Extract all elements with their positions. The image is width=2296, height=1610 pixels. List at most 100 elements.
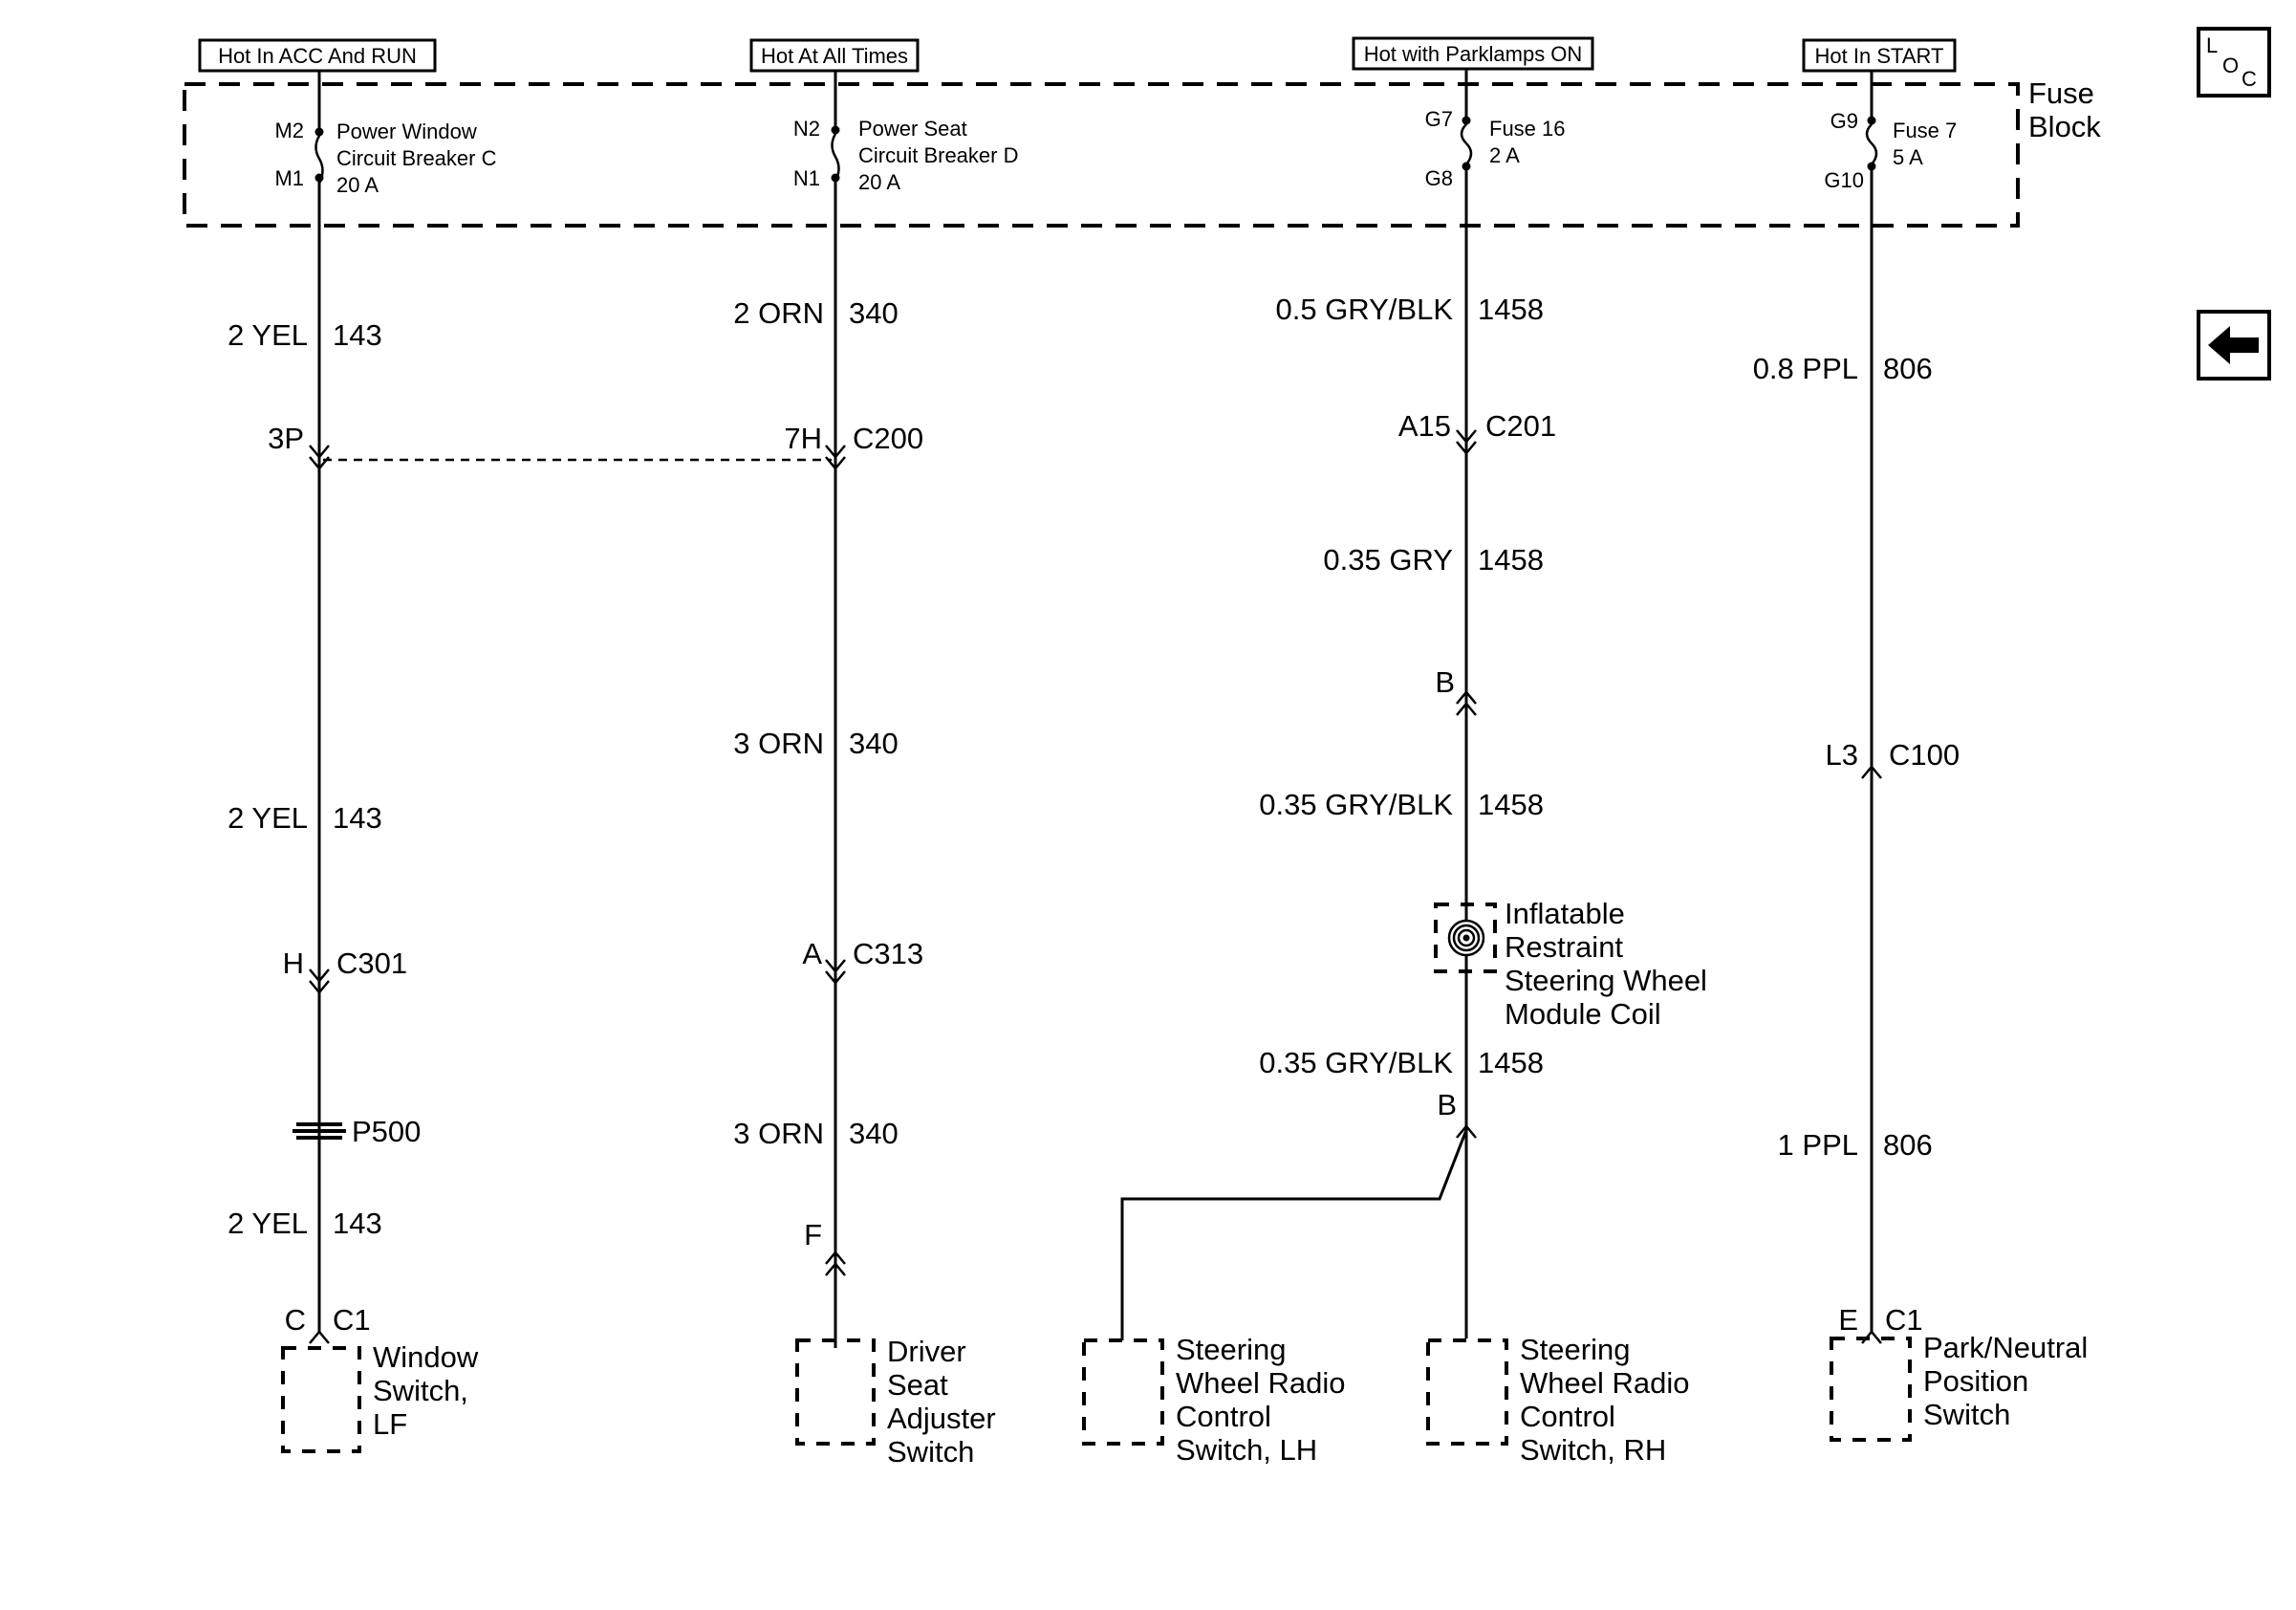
wire3-circuit: 340 xyxy=(849,1117,899,1150)
wire2-gauge: 3 ORN xyxy=(733,727,824,760)
wire2-circuit: 143 xyxy=(333,801,382,835)
wire2-circuit: 1458 xyxy=(1478,543,1544,577)
wire2-circuit: 340 xyxy=(849,727,899,760)
wire1-gauge: 0.5 GRY/BLK xyxy=(1275,293,1453,326)
wire1-circuit: 1458 xyxy=(1478,293,1544,326)
end-pin-c: C xyxy=(285,1303,306,1337)
wire2-gauge: 1 PPL xyxy=(1778,1128,1858,1162)
wire2-circuit: 806 xyxy=(1883,1128,1933,1162)
wire1-circuit: 143 xyxy=(333,318,382,352)
coil-line4: Module Coil xyxy=(1505,997,1661,1031)
terminal-g10: G10 xyxy=(1824,168,1864,192)
fuse16-line2: 2 A xyxy=(1489,143,1520,167)
header-parklamps: Hot with Parklamps ON xyxy=(1352,36,1594,71)
end-pin-e: E xyxy=(1838,1303,1858,1337)
circuit-2: N2 N1 Power Seat Circuit Breaker D 20 A … xyxy=(733,71,1018,1469)
c301-name: C301 xyxy=(336,946,407,980)
fuse7-line1: Fuse 7 xyxy=(1893,119,1957,142)
seat-switch-line2: Seat xyxy=(887,1368,948,1402)
fuse-block-label-line2: Block xyxy=(2028,110,2101,143)
wire1-gauge: 2 ORN xyxy=(733,296,824,330)
terminal-n2: N2 xyxy=(793,117,820,141)
c200-name: C200 xyxy=(853,422,923,455)
wire3-circuit: 1458 xyxy=(1478,788,1544,821)
c313-name: C313 xyxy=(853,937,923,970)
loc-l: L xyxy=(2206,33,2218,57)
circuit-3: G7 G8 Fuse 16 2 A 0.5 GRY/BLK 1458 A15 C… xyxy=(1082,69,1707,1467)
terminal-g9: G9 xyxy=(1830,109,1858,133)
park-neutral-line1: Park/Neutral xyxy=(1923,1331,2088,1364)
breaker-d-line1: Power Seat xyxy=(858,117,967,141)
wire2-gauge: 2 YEL xyxy=(227,801,308,835)
c200-pin-7h: 7H xyxy=(784,422,822,455)
wire4-circuit: 1458 xyxy=(1478,1046,1544,1079)
header-all-times: Hot At All Times xyxy=(749,38,920,73)
header-all-times-label: Hot At All Times xyxy=(761,44,908,68)
wire3-gauge: 2 YEL xyxy=(227,1207,308,1240)
rh-switch-line2: Wheel Radio xyxy=(1520,1366,1689,1400)
seat-switch-line3: Adjuster xyxy=(887,1402,996,1435)
breaker-c-line1: Power Window xyxy=(336,120,477,143)
fuse-block-label-line1: Fuse xyxy=(2028,76,2094,110)
loc-button[interactable]: L O C xyxy=(2197,27,2271,98)
wire3-circuit: 143 xyxy=(333,1207,382,1240)
c201-pin-a15: A15 xyxy=(1398,409,1451,443)
fuse-block-outline xyxy=(183,82,2020,228)
lh-switch-line1: Steering xyxy=(1176,1333,1286,1366)
wire1-circuit: 806 xyxy=(1883,352,1933,385)
terminal-g8: G8 xyxy=(1425,166,1453,190)
header-start: Hot In START xyxy=(1802,38,1957,73)
wire1-gauge: 2 YEL xyxy=(227,318,308,352)
header-start-label: Hot In START xyxy=(1815,44,1944,68)
window-switch-line3: LF xyxy=(373,1407,407,1441)
lh-switch-line3: Control xyxy=(1176,1400,1271,1433)
loc-o: O xyxy=(2222,54,2239,77)
c313-pin-a: A xyxy=(802,937,822,970)
seat-switch-line1: Driver xyxy=(887,1335,966,1368)
lh-switch-line4: Switch, LH xyxy=(1176,1433,1317,1467)
header-parklamps-label: Hot with Parklamps ON xyxy=(1364,42,1583,66)
terminal-g7: G7 xyxy=(1425,107,1453,131)
terminal-m2: M2 xyxy=(274,119,304,142)
terminal-n1: N1 xyxy=(793,166,820,190)
header-acc-run: Hot In ACC And RUN xyxy=(198,38,437,73)
window-switch-line1: Window xyxy=(373,1340,479,1374)
terminal-m1: M1 xyxy=(274,166,304,190)
end-conn-c1: C1 xyxy=(333,1303,371,1337)
end-pin-f: F xyxy=(804,1218,822,1251)
clockspring-coil-icon xyxy=(1447,919,1485,957)
c200-pin-3p: 3P xyxy=(268,422,304,455)
wire1-gauge: 0.8 PPL xyxy=(1753,352,1858,385)
c100-pin-l3: L3 xyxy=(1826,738,1858,772)
wire4-gauge: 0.35 GRY/BLK xyxy=(1259,1046,1453,1079)
b-pin-upper: B xyxy=(1435,665,1455,699)
fuse16-line1: Fuse 16 xyxy=(1489,117,1566,141)
c201-name: C201 xyxy=(1485,409,1556,443)
coil-line2: Restraint xyxy=(1505,930,1623,964)
breaker-d-line2: Circuit Breaker D xyxy=(858,143,1018,167)
park-neutral-line3: Switch xyxy=(1923,1398,2010,1431)
coil-line1: Inflatable xyxy=(1505,897,1625,930)
circuit-4: G9 G10 Fuse 7 5 A 0.8 PPL 806 L3 C100 1 … xyxy=(1753,71,2088,1442)
wire3-gauge: 3 ORN xyxy=(733,1117,824,1150)
breaker-d-line3: 20 A xyxy=(858,170,900,194)
fuse7-line2: 5 A xyxy=(1893,145,1923,169)
loc-c: C xyxy=(2242,67,2257,91)
seat-switch-line4: Switch xyxy=(887,1435,974,1469)
left-arrow-icon xyxy=(2208,326,2259,364)
window-switch-line2: Switch, xyxy=(373,1374,468,1407)
wire1-circuit: 340 xyxy=(849,296,899,330)
circuit-1: M2 M1 Power Window Circuit Breaker C 20 … xyxy=(227,71,497,1453)
b-pin-lower: B xyxy=(1437,1088,1457,1121)
back-button[interactable] xyxy=(2197,310,2271,381)
splice-p500: P500 xyxy=(352,1115,421,1148)
wire3-gauge: 0.35 GRY/BLK xyxy=(1259,788,1453,821)
lh-switch-line2: Wheel Radio xyxy=(1176,1366,1345,1400)
rh-switch-line1: Steering xyxy=(1520,1333,1630,1366)
end-conn-c1: C1 xyxy=(1885,1303,1923,1337)
breaker-c-line2: Circuit Breaker C xyxy=(336,146,497,170)
park-neutral-line2: Position xyxy=(1923,1364,2028,1398)
breaker-c-line3: 20 A xyxy=(336,173,379,197)
coil-line3: Steering Wheel xyxy=(1505,964,1707,997)
